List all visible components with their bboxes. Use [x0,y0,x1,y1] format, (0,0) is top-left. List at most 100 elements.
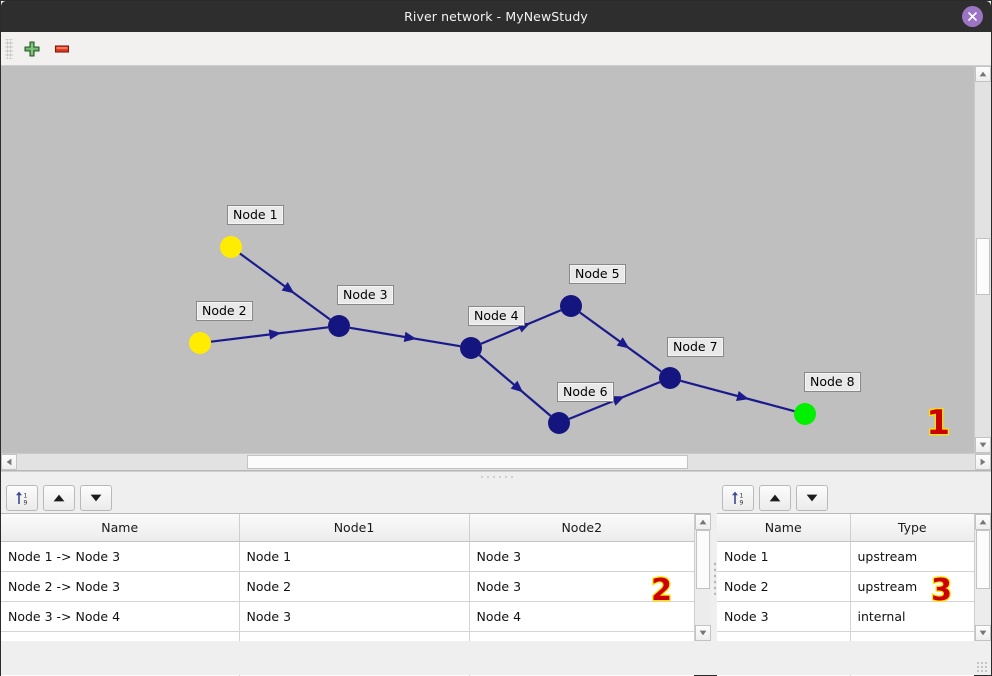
reaches-statusbar [1,641,711,675]
vertical-splitter[interactable] [711,481,717,675]
move-up-button[interactable] [43,485,75,511]
triangle-up-icon [979,71,987,77]
nodes-table-scrollbar[interactable] [974,514,991,641]
scroll-up-button[interactable] [975,66,991,82]
graph-node-label[interactable]: Node 6 [557,382,614,402]
nodes-statusbar [717,641,991,675]
move-up-button[interactable] [759,485,791,511]
table-cell[interactable]: Node 3 [717,601,851,632]
triangle-down-icon [699,630,707,636]
scroll-up-button[interactable] [975,514,991,530]
triangle-down-icon [979,442,987,448]
graph-node[interactable] [548,412,570,434]
graph-edge-arrowhead [268,329,282,340]
column-header-node2[interactable]: Node2 [469,514,694,542]
graph-node[interactable] [560,295,582,317]
graph-node[interactable] [460,337,482,359]
nodes-scroll-track[interactable] [975,530,991,625]
table-cell[interactable]: Node 2 -> Node 3 [1,571,240,602]
table-cell[interactable]: Node 3 [469,541,694,572]
column-header-name[interactable]: Name [717,514,851,542]
sort-ascending-icon: 1 9 [732,491,744,506]
graph-node-label[interactable]: Node 1 [227,205,284,225]
column-header-type[interactable]: Type [850,514,974,542]
horizontal-splitter[interactable] [1,471,991,481]
graph-vertical-scrollbar[interactable] [974,66,991,453]
table-cell[interactable]: Node 2 [239,571,470,602]
graph-node-label[interactable]: Node 5 [569,264,626,284]
add-node-button[interactable] [17,36,47,62]
reaches-scroll-track[interactable] [695,530,711,625]
close-window-button[interactable] [962,6,983,27]
graph-hscroll-track[interactable] [17,454,975,470]
table-cell[interactable]: upstream [850,571,974,602]
graph-horizontal-scrollbar[interactable] [1,453,991,470]
graph-vscroll-thumb[interactable] [976,238,990,295]
graph-annotation-number: 1 [925,402,951,445]
table-cell[interactable]: internal [850,601,974,632]
plus-icon [24,40,40,57]
scroll-down-button[interactable] [695,625,711,641]
column-header-node1[interactable]: Node1 [239,514,470,542]
table-cell[interactable]: Node 1 [717,541,851,572]
graph-node-label[interactable]: Node 2 [196,301,253,321]
reaches-table-scrollbar[interactable] [694,514,711,641]
reaches-scroll-thumb[interactable] [696,530,710,589]
table-cell[interactable]: upstream [850,541,974,572]
graph-vscroll-track[interactable] [975,82,991,437]
nodes-scroll-thumb[interactable] [976,530,990,589]
scroll-up-button[interactable] [695,514,711,530]
svg-text:1: 1 [740,492,744,499]
table-cell[interactable]: Node 1 [239,541,470,572]
toolbar-grip[interactable] [5,38,13,59]
graph-node-label[interactable]: Node 3 [337,285,394,305]
table-cell[interactable]: Node 2 [717,571,851,602]
triangle-up-icon [979,519,987,525]
svg-text:1: 1 [24,492,28,499]
sort-button[interactable]: 1 9 [6,485,38,511]
graph-edge-arrowhead [616,337,630,349]
window-titlebar: River network - MyNewStudy [1,1,991,32]
graph-node[interactable] [794,403,816,425]
scroll-right-button[interactable] [975,454,991,470]
network-graph-canvas[interactable]: 1 Node 1 Node 2 Node 3 Node 4 Node 5 Node 6 No… [1,66,974,453]
window-resize-grip[interactable] [976,661,987,672]
sort-button[interactable]: 1 9 [722,485,754,511]
table-cell[interactable]: Node 3 -> Node 4 [1,601,240,632]
column-header-name[interactable]: Name [1,514,240,542]
graph-node[interactable] [220,236,242,258]
graph-hscroll-thumb[interactable] [246,455,688,469]
vertical-splitter-grip [712,561,716,595]
graph-node-label[interactable]: Node 8 [804,372,861,392]
graph-node-label[interactable]: Node 4 [468,306,525,326]
move-down-button[interactable] [80,485,112,511]
move-down-button[interactable] [796,485,828,511]
graph-node[interactable] [659,367,681,389]
scroll-left-button[interactable] [1,454,17,470]
table-cell[interactable]: Node 1 -> Node 3 [1,541,240,572]
table-cell[interactable]: Node 3 [469,571,694,602]
scroll-down-button[interactable] [975,437,991,453]
graph-node[interactable] [189,332,211,354]
scroll-down-button[interactable] [975,625,991,641]
sort-ascending-icon: 1 9 [16,491,28,506]
network-graph-svg [189,236,816,434]
table-cell[interactable]: Node 4 [469,601,694,632]
graph-node-label[interactable]: Node 7 [667,337,724,357]
remove-node-button[interactable] [47,36,77,62]
svg-text:9: 9 [24,499,28,506]
table-cell[interactable]: Node 3 [239,601,470,632]
svg-text:9: 9 [740,499,744,506]
graph-node[interactable] [328,315,350,337]
